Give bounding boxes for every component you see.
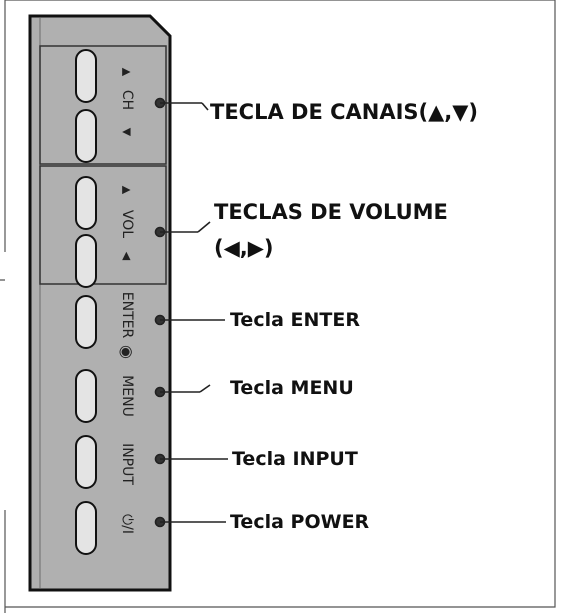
callout-volume-line1: TECLAS DE VOLUME <box>214 200 448 224</box>
button-ch-up[interactable] <box>75 49 97 103</box>
callout-power: Tecla POWER <box>230 511 370 533</box>
frame-top <box>5 0 556 608</box>
callout-volume-line2: (◀,▶) <box>214 236 274 260</box>
leader-volume-2 <box>197 221 211 233</box>
leader-menu-2 <box>199 384 211 393</box>
button-input[interactable] <box>75 435 97 489</box>
button-vol-up[interactable] <box>75 176 97 230</box>
frame-border <box>0 0 6 613</box>
vol-group-frame <box>39 165 167 285</box>
leader-channel-2 <box>201 102 209 111</box>
callout-input: Tecla INPUT <box>232 448 358 470</box>
callout-channel: TECLA DE CANAIS(▲,▼) <box>210 100 479 124</box>
control-panel <box>28 14 172 592</box>
button-power[interactable] <box>75 501 97 555</box>
button-menu[interactable] <box>75 369 97 423</box>
button-enter[interactable] <box>75 295 97 349</box>
callout-enter: Tecla ENTER <box>230 309 360 331</box>
button-vol-down[interactable] <box>75 234 97 288</box>
callout-menu: Tecla MENU <box>230 377 354 399</box>
ch-group-frame <box>39 45 167 165</box>
button-ch-down[interactable] <box>75 109 97 163</box>
